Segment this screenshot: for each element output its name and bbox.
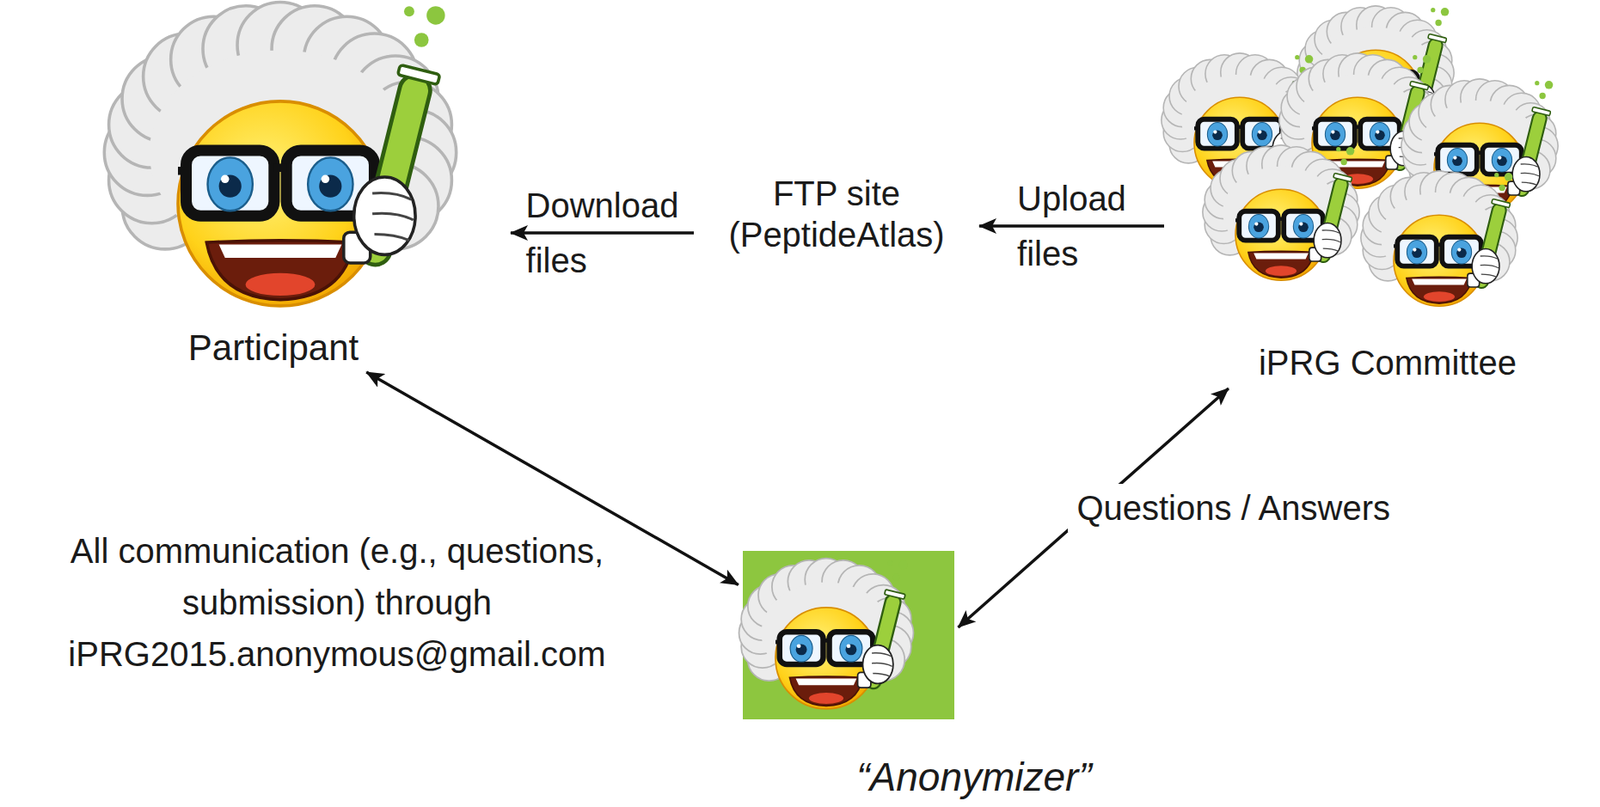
edge-label: Questions / Answers	[1067, 484, 1399, 533]
participant-icon	[104, 1, 456, 306]
node-label: iPRG Committee	[1258, 342, 1517, 384]
ftp-site-node: FTP site (PeptideAtlas)	[698, 164, 975, 264]
connector-arrow	[979, 224, 1165, 228]
committee-node: iPRG Committee	[1169, 17, 1600, 386]
committee-icon	[1202, 145, 1360, 281]
node-label: FTP site (PeptideAtlas)	[707, 172, 966, 256]
edge-label: Upload files	[1017, 171, 1127, 282]
node-label: Participant	[188, 326, 359, 370]
edge-label: Download files	[526, 177, 680, 289]
note-text: All communication (e.g., questions, subm…	[10, 525, 664, 681]
committee-icon	[1360, 171, 1518, 307]
anonymizer-node: “Anonymizer”	[742, 551, 955, 720]
anonymizer-icon	[739, 558, 914, 710]
node-label: “Anonymizer”	[856, 754, 1092, 802]
connector-arrow	[510, 231, 694, 235]
participant-node: Participant	[128, 0, 506, 370]
